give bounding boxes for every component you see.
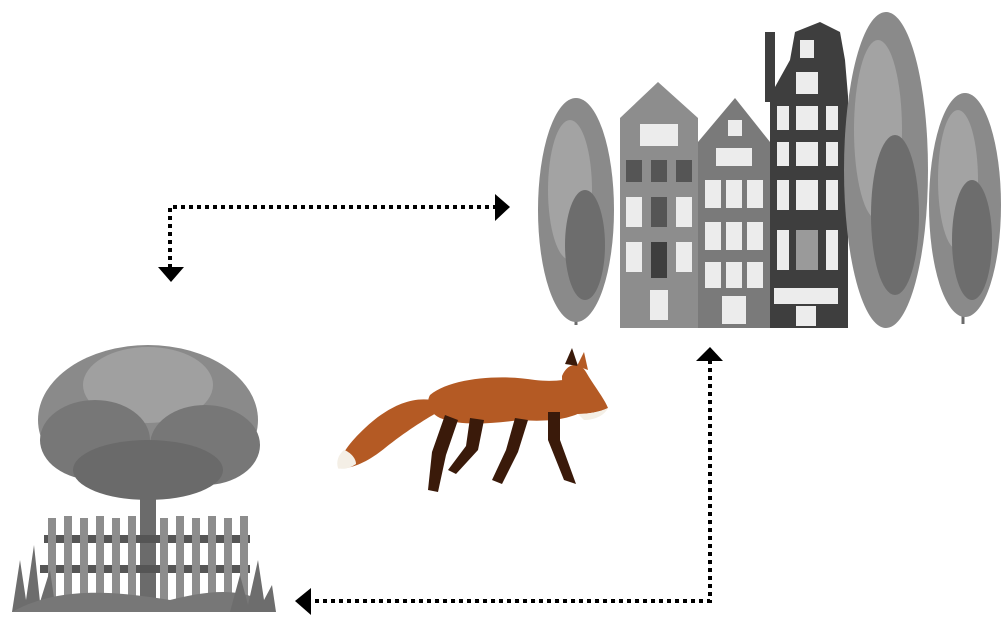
arrowhead-left-icon [295, 588, 311, 615]
arrowhead-up-icon [696, 347, 723, 361]
canal-house-middle [698, 98, 770, 328]
connector-bottom-line [310, 360, 712, 603]
arrowhead-down-icon [158, 267, 184, 282]
poplar-tree-icon [929, 93, 1001, 324]
connector-top [158, 194, 510, 282]
arrowhead-right-icon [495, 194, 510, 221]
walking-red-fox-icon [337, 348, 608, 492]
poplar-tree-icon [538, 98, 614, 325]
poplar-tree-icon [844, 12, 928, 328]
canal-house-left [620, 82, 698, 328]
canal-house-right [765, 22, 848, 328]
tree-with-fence-icon [12, 345, 276, 612]
connector-bottom [295, 347, 723, 615]
townhouses-with-trees-icon [538, 12, 1001, 328]
connector-top-line [168, 205, 496, 268]
fence [40, 516, 250, 610]
